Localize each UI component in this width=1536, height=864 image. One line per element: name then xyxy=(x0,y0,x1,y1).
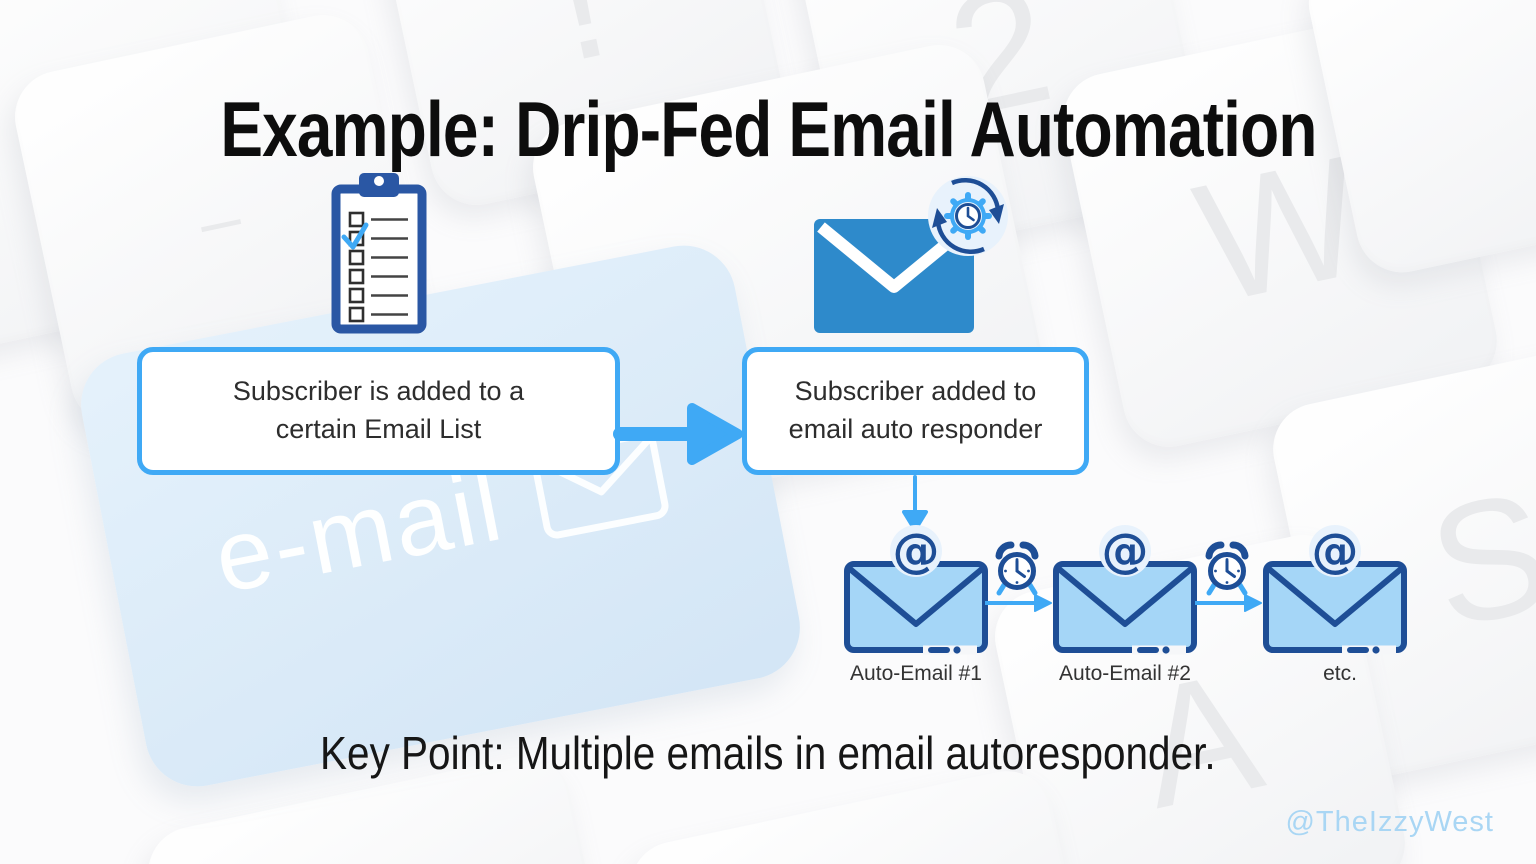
arrow-right-small-icon xyxy=(985,594,1052,612)
alarm-clock-icon xyxy=(995,541,1039,596)
page-title: Example: Drip-Fed Email Automation xyxy=(219,85,1317,173)
at-icon: @ xyxy=(1312,524,1359,579)
email-send-icon xyxy=(814,219,974,333)
arrow-right-small-icon xyxy=(1195,594,1262,612)
auto-email-label-3: etc. xyxy=(1323,662,1357,685)
flow-step-box-1: Subscriber is added to a certain Email L… xyxy=(137,347,620,475)
auto-email-icon-3: @ xyxy=(1263,524,1407,655)
auto-email-icon-1: @ xyxy=(844,524,988,655)
checklist-clipboard-icon xyxy=(331,173,427,334)
at-icon: @ xyxy=(1102,524,1149,579)
flow-step-box-2: Subscriber added to email auto responder xyxy=(742,347,1089,475)
automation-cycle-icon xyxy=(928,176,1008,256)
flow-step-1-text-line1: Subscriber is added to a xyxy=(232,376,525,407)
flow-step-2-text-line1: Subscriber added to xyxy=(794,376,1037,407)
key-letter: S xyxy=(1414,455,1536,665)
at-icon: @ xyxy=(893,524,940,579)
watermark-handle: @TheIzzyWest xyxy=(1285,806,1494,838)
flow-step-1-text-line2: certain Email List xyxy=(275,414,482,444)
auto-email-icon-2: @ xyxy=(1053,524,1197,655)
auto-email-label-1: Auto-Email #1 xyxy=(850,662,982,685)
auto-email-label-2: Auto-Email #2 xyxy=(1059,662,1191,685)
key-point-text: Key Point: Multiple emails in email auto… xyxy=(320,727,1216,779)
arrow-down-icon xyxy=(902,475,928,532)
arrow-right-icon xyxy=(613,403,743,465)
key-letter: – xyxy=(192,176,248,264)
alarm-clock-icon xyxy=(1205,541,1249,596)
flow-step-2-text-line2: email auto responder xyxy=(788,414,1043,444)
